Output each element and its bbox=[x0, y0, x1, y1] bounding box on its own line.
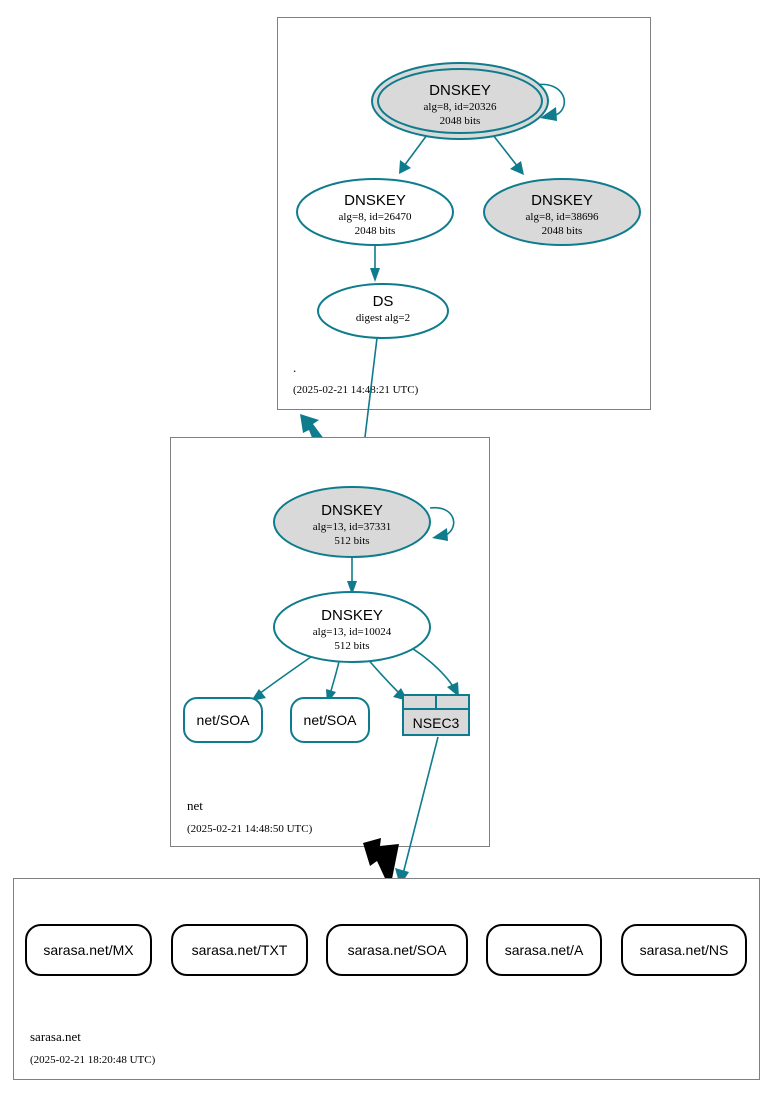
edge-root-zsk26470-to-ds bbox=[370, 243, 380, 282]
rrset-sarasa-ns-box bbox=[621, 924, 747, 976]
zone-sarasa-net: sarasa.net/MX sarasa.net/TXT sarasa.net/… bbox=[13, 878, 760, 1080]
node-root-ds-line2: digest alg=2 bbox=[356, 312, 410, 324]
zone-root-label: . bbox=[293, 360, 296, 375]
node-root-26470-title: DNSKEY bbox=[344, 192, 406, 209]
node-root-ksk-title: DNSKEY bbox=[429, 82, 491, 99]
rrset-sarasa-soa-box bbox=[326, 924, 468, 976]
node-root-ksk-dnskey-20326[interactable]: DNSKEY alg=8, id=20326 2048 bits bbox=[371, 62, 549, 140]
node-net-ksk-dnskey-37331[interactable]: DNSKEY alg=13, id=37331 512 bits bbox=[273, 486, 431, 558]
rrset-sarasa-a-label: sarasa.net/A bbox=[505, 942, 584, 958]
zone-root: DNSKEY alg=8, id=20326 2048 bits DNSKEY … bbox=[277, 17, 651, 410]
node-net-10024-line2: alg=13, id=10024 bbox=[313, 626, 392, 638]
rrset-sarasa-soa-label: sarasa.net/SOA bbox=[348, 942, 447, 958]
zone-delegation-arrow-net-to-sarasa bbox=[363, 838, 399, 889]
node-root-dnskey-26470[interactable]: DNSKEY alg=8, id=26470 2048 bits bbox=[296, 178, 454, 246]
edge-root-ksk-to-zsk38696 bbox=[492, 134, 524, 175]
rrset-sarasa-txt-box bbox=[171, 924, 308, 976]
nsec3-cell-1 bbox=[402, 694, 437, 710]
node-root-26470-ellipse bbox=[296, 178, 454, 246]
rrset-sarasa-txt[interactable]: sarasa.net/TXT bbox=[171, 924, 308, 976]
rrset-sarasa-soa[interactable]: sarasa.net/SOA bbox=[326, 924, 468, 976]
zone-sarasa-net-timestamp: (2025-02-21 18:20:48 UTC) bbox=[30, 1054, 156, 1066]
node-net-10024-title: DNSKEY bbox=[321, 607, 383, 624]
node-net-nsec3[interactable]: NSEC3 bbox=[402, 694, 470, 736]
rrset-sarasa-a-box bbox=[486, 924, 602, 976]
node-root-38696-line2: alg=8, id=38696 bbox=[526, 211, 599, 223]
rrset-net-soa-1-box bbox=[183, 697, 263, 743]
node-root-38696-line3: 2048 bits bbox=[542, 225, 583, 237]
node-root-26470-line2: alg=8, id=26470 bbox=[339, 211, 412, 223]
node-root-ksk-line2: alg=8, id=20326 bbox=[424, 101, 497, 113]
zone-net-label: net bbox=[187, 798, 203, 813]
rrset-net-soa-2-box bbox=[290, 697, 370, 743]
edge-root-ksk-to-zsk26470 bbox=[399, 134, 428, 174]
zone-sarasa-net-border bbox=[13, 878, 760, 1080]
rrset-sarasa-mx-box bbox=[25, 924, 152, 976]
nsec3-label-cell bbox=[402, 708, 470, 736]
node-net-37331-line2: alg=13, id=37331 bbox=[313, 521, 391, 533]
node-net-10024-line3: 512 bits bbox=[334, 640, 369, 652]
edge-net-ksk-self-loop bbox=[429, 507, 455, 541]
rrset-net-soa-2[interactable]: net/SOA bbox=[290, 697, 370, 743]
rrset-sarasa-ns[interactable]: sarasa.net/NS bbox=[621, 924, 747, 976]
rrset-sarasa-mx-label: sarasa.net/MX bbox=[43, 942, 134, 958]
rrset-net-soa-1-label: net/SOA bbox=[197, 712, 251, 728]
node-root-ksk-inner-ellipse bbox=[377, 68, 543, 134]
node-root-ds-title: DS bbox=[373, 293, 394, 310]
rrset-sarasa-ns-label: sarasa.net/NS bbox=[640, 942, 729, 958]
node-root-38696-title: DNSKEY bbox=[531, 192, 593, 209]
node-net-37331-ellipse bbox=[273, 486, 431, 558]
rrset-sarasa-txt-label: sarasa.net/TXT bbox=[192, 942, 288, 958]
node-root-dnskey-38696[interactable]: DNSKEY alg=8, id=38696 2048 bits bbox=[483, 178, 641, 246]
node-net-dnskey-10024[interactable]: DNSKEY alg=13, id=10024 512 bits bbox=[273, 591, 431, 663]
nsec3-cell-2 bbox=[435, 694, 470, 710]
node-root-ksk-line3: 2048 bits bbox=[440, 115, 481, 127]
rrset-net-soa-1[interactable]: net/SOA bbox=[183, 697, 263, 743]
node-root-26470-line3: 2048 bits bbox=[355, 225, 396, 237]
node-root-38696-ellipse bbox=[483, 178, 641, 246]
edge-nsec3-to-sarasa-zone bbox=[395, 736, 439, 886]
rrset-sarasa-a[interactable]: sarasa.net/A bbox=[486, 924, 602, 976]
node-net-37331-title: DNSKEY bbox=[321, 502, 383, 519]
edge-net-ksk-to-zsk bbox=[347, 557, 357, 595]
zone-net-timestamp: (2025-02-21 14:48:50 UTC) bbox=[187, 823, 313, 835]
node-root-ds[interactable]: DS digest alg=2 bbox=[317, 283, 449, 339]
rrset-net-soa-2-label: net/SOA bbox=[304, 712, 358, 728]
rrset-sarasa-mx[interactable]: sarasa.net/MX bbox=[25, 924, 152, 976]
node-net-37331-line3: 512 bits bbox=[334, 535, 369, 547]
zone-root-timestamp: (2025-02-21 14:48:21 UTC) bbox=[293, 384, 419, 396]
edge-root-ksk-self-loop bbox=[534, 83, 566, 121]
zone-sarasa-net-label: sarasa.net bbox=[30, 1029, 81, 1044]
zone-net: DNSKEY alg=13, id=37331 512 bits DNSKEY … bbox=[170, 437, 490, 847]
node-net-10024-ellipse bbox=[273, 591, 431, 663]
nsec3-label: NSEC3 bbox=[413, 715, 460, 731]
node-root-ds-ellipse bbox=[317, 283, 449, 339]
